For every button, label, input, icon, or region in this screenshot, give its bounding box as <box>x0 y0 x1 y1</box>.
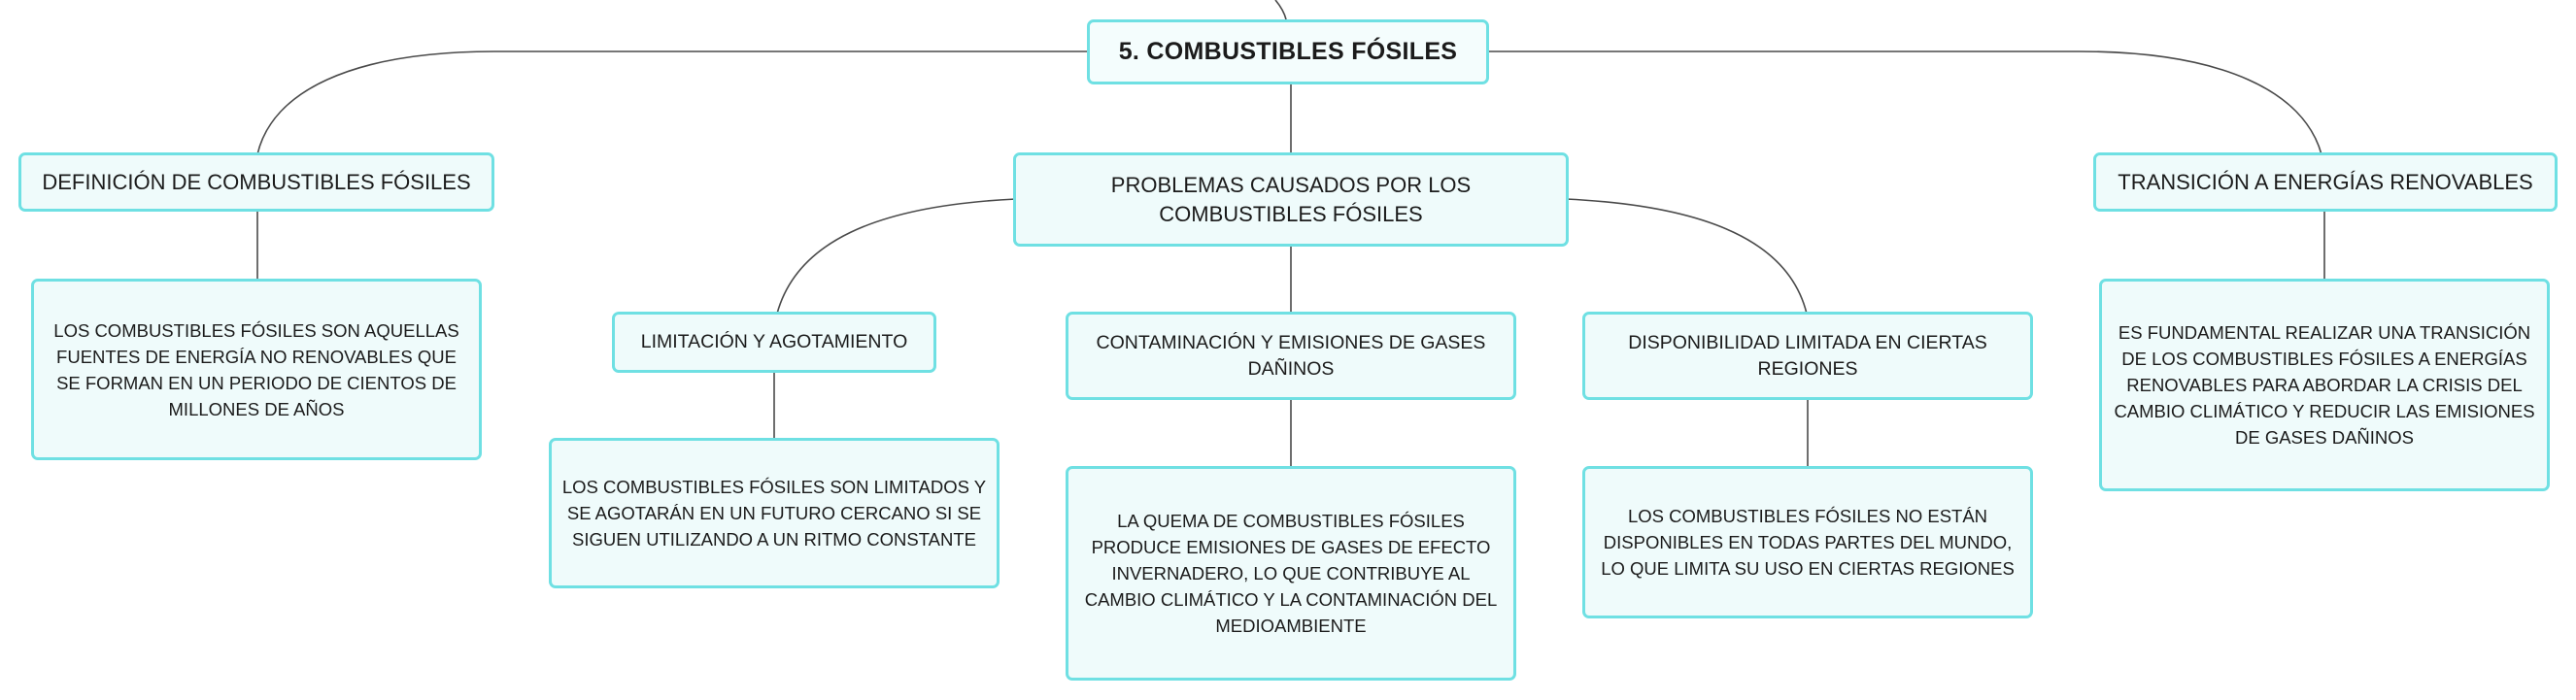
subtopic-contaminacion[interactable]: CONTAMINACIÓN Y EMISIONES DE GASES DAÑIN… <box>1066 312 1516 400</box>
subtopic-contaminacion-label: CONTAMINACIÓN Y EMISIONES DE GASES DAÑIN… <box>1096 331 1486 380</box>
branch-definicion-label: DEFINICIÓN DE COMBUSTIBLES FÓSILES <box>42 169 471 194</box>
subtopic-limitacion-label: LIMITACIÓN Y AGOTAMIENTO <box>640 331 908 352</box>
detail-transicion[interactable]: ES FUNDAMENTAL REALIZAR UNA TRANSICIÓN D… <box>2099 279 2550 491</box>
connector-problemas-to-disponibilidad <box>1565 198 1808 315</box>
root-topic[interactable]: 5. COMBUSTIBLES FÓSILES <box>1087 19 1489 84</box>
detail-disponibilidad[interactable]: LOS COMBUSTIBLES FÓSILES NO ESTÁN DISPON… <box>1582 466 2033 618</box>
detail-disponibilidad-text: LOS COMBUSTIBLES FÓSILES NO ESTÁN DISPON… <box>1601 506 2015 579</box>
branch-problemas-label: PROBLEMAS CAUSADOS POR LOS COMBUSTIBLES … <box>1110 172 1472 226</box>
branch-definicion[interactable]: DEFINICIÓN DE COMBUSTIBLES FÓSILES <box>18 152 494 212</box>
detail-definicion-text: LOS COMBUSTIBLES FÓSILES SON AQUELLAS FU… <box>53 319 459 419</box>
connector-problemas-to-limitacion <box>776 198 1017 315</box>
detail-definicion[interactable]: LOS COMBUSTIBLES FÓSILES SON AQUELLAS FU… <box>31 279 482 460</box>
branch-transicion-label: TRANSICIÓN A ENERGÍAS RENOVABLES <box>2118 169 2533 194</box>
root-topic-label: 5. COMBUSTIBLES FÓSILES <box>1118 38 1458 65</box>
subtopic-disponibilidad[interactable]: DISPONIBILIDAD LIMITADA EN CIERTAS REGIO… <box>1582 312 2033 400</box>
branch-transicion[interactable]: TRANSICIÓN A ENERGÍAS RENOVABLES <box>2093 152 2558 212</box>
connector-root-to-definicion <box>256 50 1090 155</box>
detail-contaminacion[interactable]: LA QUEMA DE COMBUSTIBLES FÓSILES PRODUCE… <box>1066 466 1516 681</box>
branch-problemas[interactable]: PROBLEMAS CAUSADOS POR LOS COMBUSTIBLES … <box>1013 152 1569 247</box>
detail-limitacion-text: LOS COMBUSTIBLES FÓSILES SON LIMITADOS Y… <box>561 477 987 550</box>
subtopic-disponibilidad-label: DISPONIBILIDAD LIMITADA EN CIERTAS REGIO… <box>1628 331 1987 380</box>
connector-parent-to-root <box>1274 0 1287 20</box>
subtopic-limitacion[interactable]: LIMITACIÓN Y AGOTAMIENTO <box>612 312 936 373</box>
detail-limitacion[interactable]: LOS COMBUSTIBLES FÓSILES SON LIMITADOS Y… <box>549 438 1000 588</box>
connector-root-to-transicion <box>1486 50 2322 155</box>
detail-contaminacion-text: LA QUEMA DE COMBUSTIBLES FÓSILES PRODUCE… <box>1084 511 1498 636</box>
detail-transicion-text: ES FUNDAMENTAL REALIZAR UNA TRANSICIÓN D… <box>2114 322 2535 448</box>
